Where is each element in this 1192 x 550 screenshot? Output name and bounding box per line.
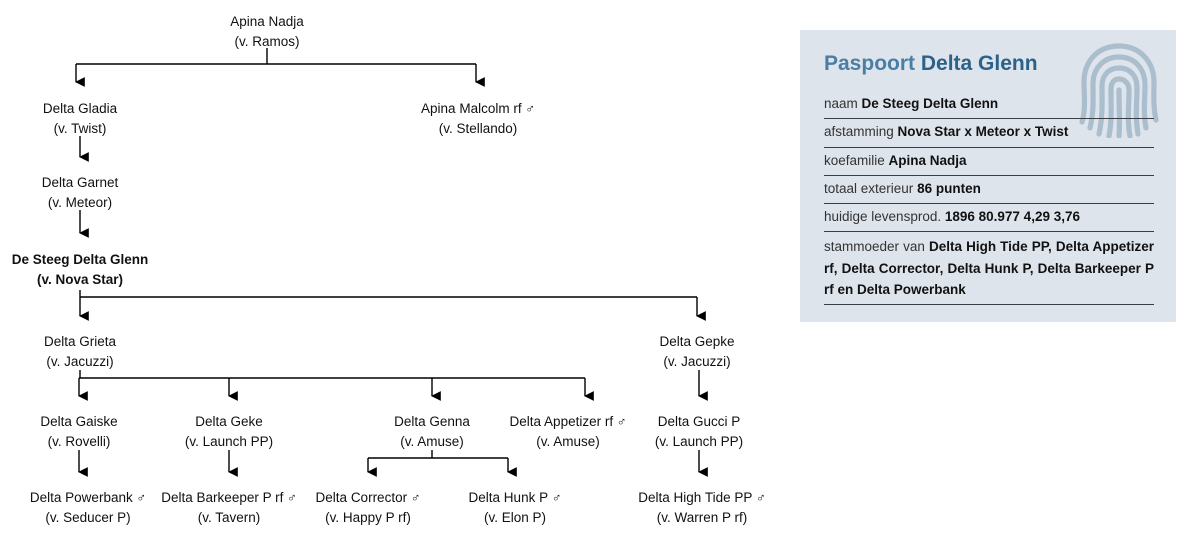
male-symbol-icon: ♂ (132, 490, 147, 505)
node-sire: (v. Launch PP) (654, 433, 744, 449)
passport-row-label: totaal exterieur (824, 180, 914, 196)
node-sire: (v. Warren P rf) (656, 509, 748, 525)
node-sire: (v. Amuse) (400, 433, 464, 449)
male-symbol-icon: ♂ (548, 490, 562, 505)
node-name: Delta Hunk P ♂ (468, 490, 562, 505)
node-name: Delta High Tide PP ♂ (638, 490, 766, 505)
pedigree-chart: Apina Nadja (v. Ramos) Delta Gladia (v. Twi… (12, 12, 766, 527)
passport-row-label: afstamming (824, 124, 894, 140)
pedigree-node-delta-gucci-p: Delta Gucci P (v. Launch PP) (655, 412, 743, 451)
pedigree-node-delta-grieta: Delta Grieta (v. Jacuzzi) (44, 332, 116, 371)
node-sire: (v. Ramos) (234, 33, 300, 49)
pedigree-node-delta-garnet: Delta Garnet (v. Meteor) (42, 173, 119, 212)
pedigree-node-delta-appetizer-rf: Delta Appetizer rf ♂ (v. Amuse) (510, 412, 627, 451)
pedigree-node-de-steeg-delta-glenn: De Steeg Delta Glenn (v. Nova Star) (12, 250, 149, 289)
passport-row-value: 86 punten (917, 180, 981, 196)
node-sire: (v. Rovelli) (47, 433, 111, 449)
node-name: Delta Genna (394, 414, 470, 429)
passport-row-label: koefamilie (824, 152, 885, 168)
passport-row-label: huidige levensprod. (824, 209, 942, 225)
passport-row-value: 1896 80.977 4,29 3,76 (944, 209, 1080, 225)
male-symbol-icon: ♂ (407, 490, 421, 505)
passport-row-label: stammoeder van (824, 239, 925, 255)
passport-row-levensprod: huidige levensprod. 1896 80.977 4,29 3,7… (824, 204, 1154, 233)
male-symbol-icon: ♂ (752, 490, 766, 505)
node-sire: (v. Amuse) (536, 433, 600, 449)
node-name: Delta Gepke (659, 334, 735, 349)
node-name: Apina Nadja (230, 14, 304, 29)
male-symbol-icon: ♂ (521, 101, 535, 116)
node-name: Apina Malcolm rf ♂ (421, 101, 535, 116)
node-name: Delta Gladia (42, 101, 118, 116)
passport-row-value: Apina Nadja (888, 152, 967, 168)
node-name: Delta Gucci P (657, 414, 741, 429)
passport-row-koefamilie: koefamilie Apina Nadja (824, 148, 1154, 176)
pedigree-node-delta-genna: Delta Genna (v. Amuse) (394, 412, 470, 451)
male-symbol-icon: ♂ (283, 490, 297, 505)
node-sire: (v. Nova Star) (36, 271, 124, 287)
pedigree-node-delta-geke: Delta Geke (v. Launch PP) (185, 412, 273, 451)
pedigree-node-delta-high-tide-pp: Delta High Tide PP ♂ (v. Warren P rf) (638, 488, 765, 527)
pedigree-node-delta-corrector: Delta Corrector ♂ (v. Happy P rf) (316, 488, 421, 527)
passport-row-value: Delta High Tide PP, Delta Appetizer rf, … (824, 239, 1154, 297)
node-name: Delta Gaiske (40, 414, 118, 429)
node-name: De Steeg Delta Glenn (11, 252, 149, 267)
pedigree-node-delta-powerbank: Delta Powerbank ♂ (v. Seducer P) (30, 488, 146, 527)
node-name: Delta Geke (195, 414, 263, 429)
passport-row-exterieur: totaal exterieur 86 punten (824, 176, 1154, 205)
node-sire: (v. Meteor) (47, 194, 113, 210)
node-sire: (v. Jacuzzi) (663, 353, 731, 369)
passport-panel: Paspoort Delta Glenn naam De Steeg Delta… (800, 30, 1176, 322)
node-name: Delta Garnet (41, 175, 119, 190)
pedigree-node-delta-barkeeper-p-rf: Delta Barkeeper P rf ♂ (v. Tavern) (161, 488, 296, 527)
pedigree-node-delta-gladia: Delta Gladia (v. Twist) (43, 99, 117, 138)
node-name: Delta Barkeeper P rf ♂ (161, 490, 297, 505)
pedigree-node-delta-hunk-p: Delta Hunk P ♂ (v. Elon P) (469, 488, 562, 527)
passport-row-afstamming: afstamming Nova Star x Meteor x Twist (824, 119, 1154, 148)
node-sire: (v. Seducer P) (45, 509, 131, 525)
pedigree-node-delta-gaiske: Delta Gaiske (v. Rovelli) (40, 412, 117, 451)
fingerprint-icon (1079, 43, 1159, 138)
passport-row-stammoeder: stammoeder van Delta High Tide PP, Delta… (824, 232, 1154, 306)
node-sire: (v. Twist) (53, 120, 107, 136)
passport-title: Paspoort Delta Glenn (824, 52, 1154, 75)
node-sire: (v. Elon P) (483, 509, 547, 525)
node-sire: (v. Tavern) (197, 509, 261, 525)
pedigree-node-delta-gepke: Delta Gepke (v. Jacuzzi) (659, 332, 734, 371)
node-sire: (v. Stellando) (438, 120, 518, 136)
passport-title-prefix: Paspoort (824, 52, 916, 75)
node-sire: (v. Happy P rf) (325, 509, 411, 525)
passport-row-label: naam (824, 96, 858, 112)
node-name: Delta Corrector ♂ (315, 490, 421, 505)
node-name: Delta Powerbank ♂ (29, 490, 147, 505)
male-symbol-icon: ♂ (613, 414, 627, 429)
node-sire: (v. Launch PP) (184, 433, 274, 449)
pedigree-node-apina-malcolm-rf: Apina Malcolm rf ♂ (v. Stellando) (421, 99, 535, 138)
pedigree-node-apina-nadja: Apina Nadja (v. Ramos) (230, 12, 304, 51)
node-name: Delta Grieta (43, 334, 117, 349)
passport-row-value: De Steeg Delta Glenn (861, 96, 999, 112)
passport-row-naam: naam De Steeg Delta Glenn (824, 91, 1154, 120)
node-sire: (v. Jacuzzi) (46, 353, 114, 369)
passport-title-name: Delta Glenn (920, 52, 1038, 75)
node-name: Delta Appetizer rf ♂ (509, 414, 627, 429)
passport-row-value: Nova Star x Meteor x Twist (897, 124, 1069, 140)
